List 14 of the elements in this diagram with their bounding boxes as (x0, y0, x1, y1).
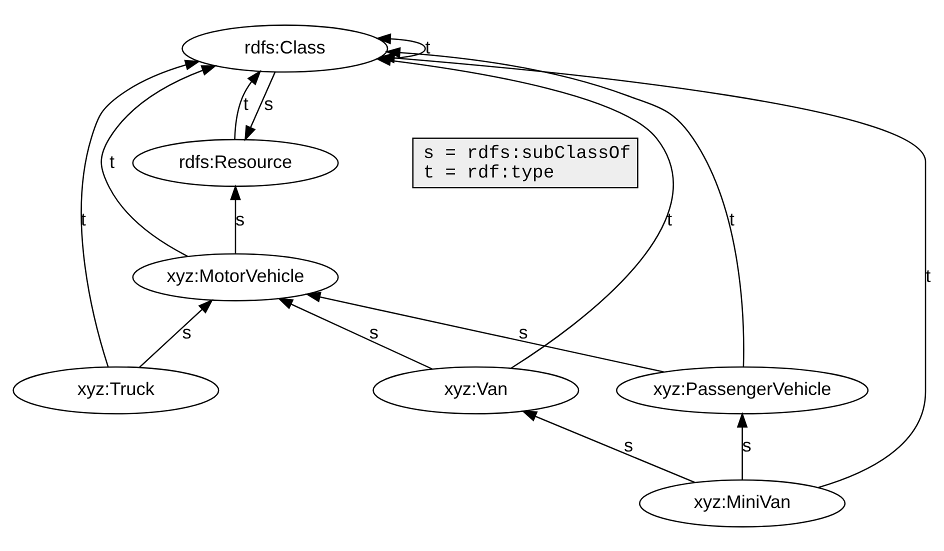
edge-label: s (235, 209, 245, 230)
edge-label: t (926, 266, 931, 286)
edge-label: s (182, 322, 192, 342)
edge-label: t (110, 151, 115, 172)
edge-label: s (264, 93, 274, 114)
edge-label: t (243, 93, 248, 114)
edge-label: t (729, 209, 734, 230)
edge-label: t (425, 36, 430, 57)
edge-label: s (369, 322, 378, 342)
edge-label: t (666, 209, 672, 230)
edge-label: s (624, 435, 634, 456)
label: t = rdf:type (423, 163, 554, 183)
edge-label: s (518, 322, 528, 342)
label: s = rdfs:subClassOf (423, 144, 631, 164)
